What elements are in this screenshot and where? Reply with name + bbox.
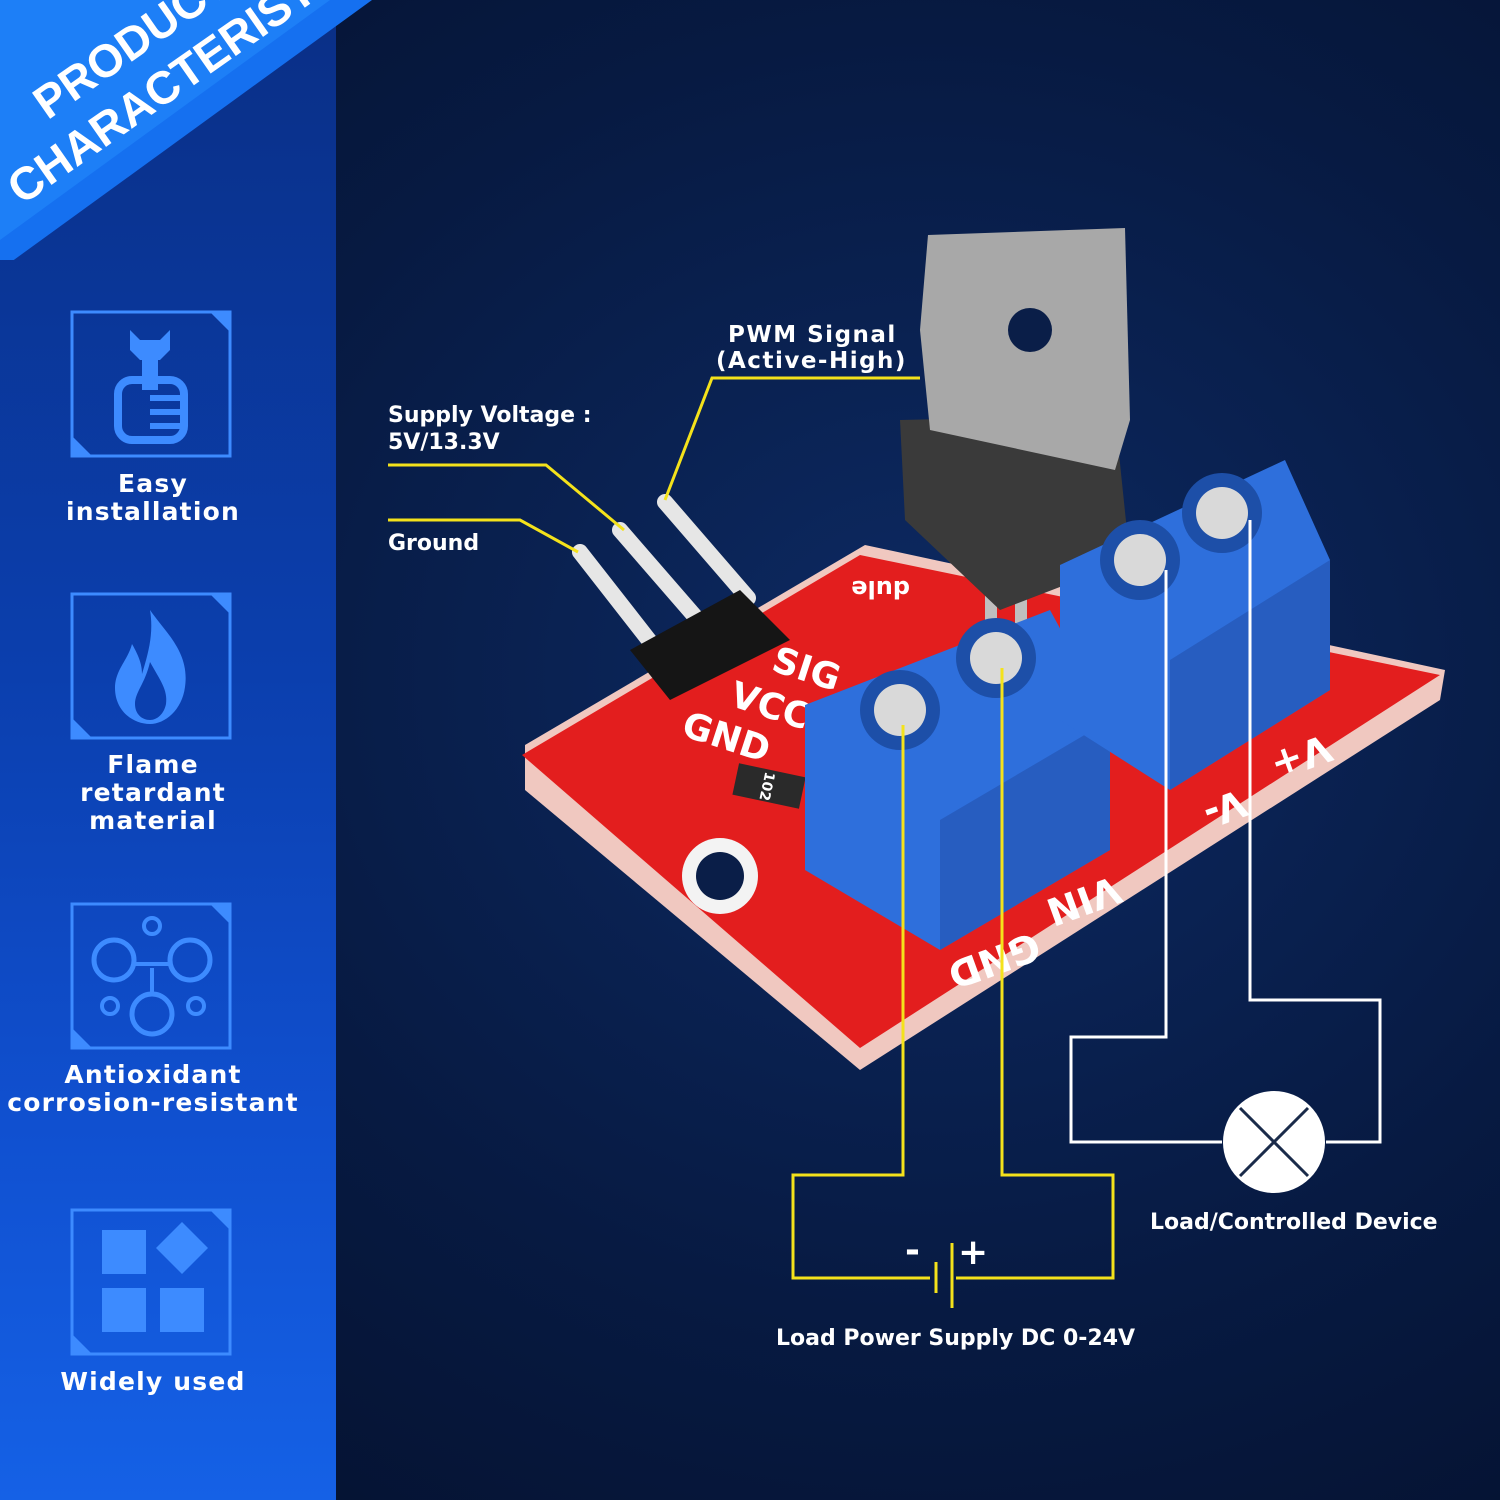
load-circuit — [1069, 520, 1382, 1144]
feature-label: Easy — [118, 469, 188, 498]
feature-easy-installation: Easy installation — [0, 470, 306, 526]
supply-voltage-value: 5V/13.3V — [388, 430, 500, 455]
feature-flame-retardant: Flame retardant material — [0, 751, 306, 835]
pwm-signal-label: PWM Signal — [728, 322, 897, 348]
pwm-active-label: (Active-High) — [716, 348, 907, 374]
load-lamp-icon — [1223, 1091, 1325, 1193]
terminal-block-input — [805, 610, 1110, 950]
wrench-hand-icon — [70, 310, 232, 458]
feature-label: Flame — [107, 750, 199, 779]
feature-widely-used: Widely used — [0, 1368, 306, 1396]
feature-label: installation — [66, 497, 240, 526]
feature-label: Antioxidant — [64, 1060, 242, 1089]
molecule-icon — [70, 902, 232, 1050]
header-pins — [572, 494, 790, 700]
load-device-label: Load/Controlled Device — [1150, 1210, 1438, 1235]
feature-label: corrosion-resistant — [7, 1088, 299, 1117]
callout-wires — [388, 376, 1115, 1308]
feature-label: retardant — [80, 778, 226, 807]
flame-icon — [70, 592, 232, 740]
board-label-module: dule — [851, 575, 910, 603]
terminal-block-output — [1060, 460, 1330, 790]
battery-minus-label: - — [905, 1230, 920, 1271]
ground-label: Ground — [388, 531, 479, 556]
feature-antioxidant: Antioxidant corrosion-resistant — [0, 1061, 306, 1117]
load-power-label: Load Power Supply DC 0-24V — [776, 1326, 1135, 1351]
resistor-label: 102 — [755, 770, 777, 802]
battery-plus-label: + — [958, 1232, 988, 1273]
feature-label: Widely used — [60, 1367, 246, 1396]
product-banner: PRODUCT CHARACTERISTIC — [0, 0, 372, 260]
supply-voltage-label: Supply Voltage : — [388, 403, 592, 428]
blocks-icon — [70, 1208, 232, 1356]
feature-label: material — [89, 806, 217, 835]
